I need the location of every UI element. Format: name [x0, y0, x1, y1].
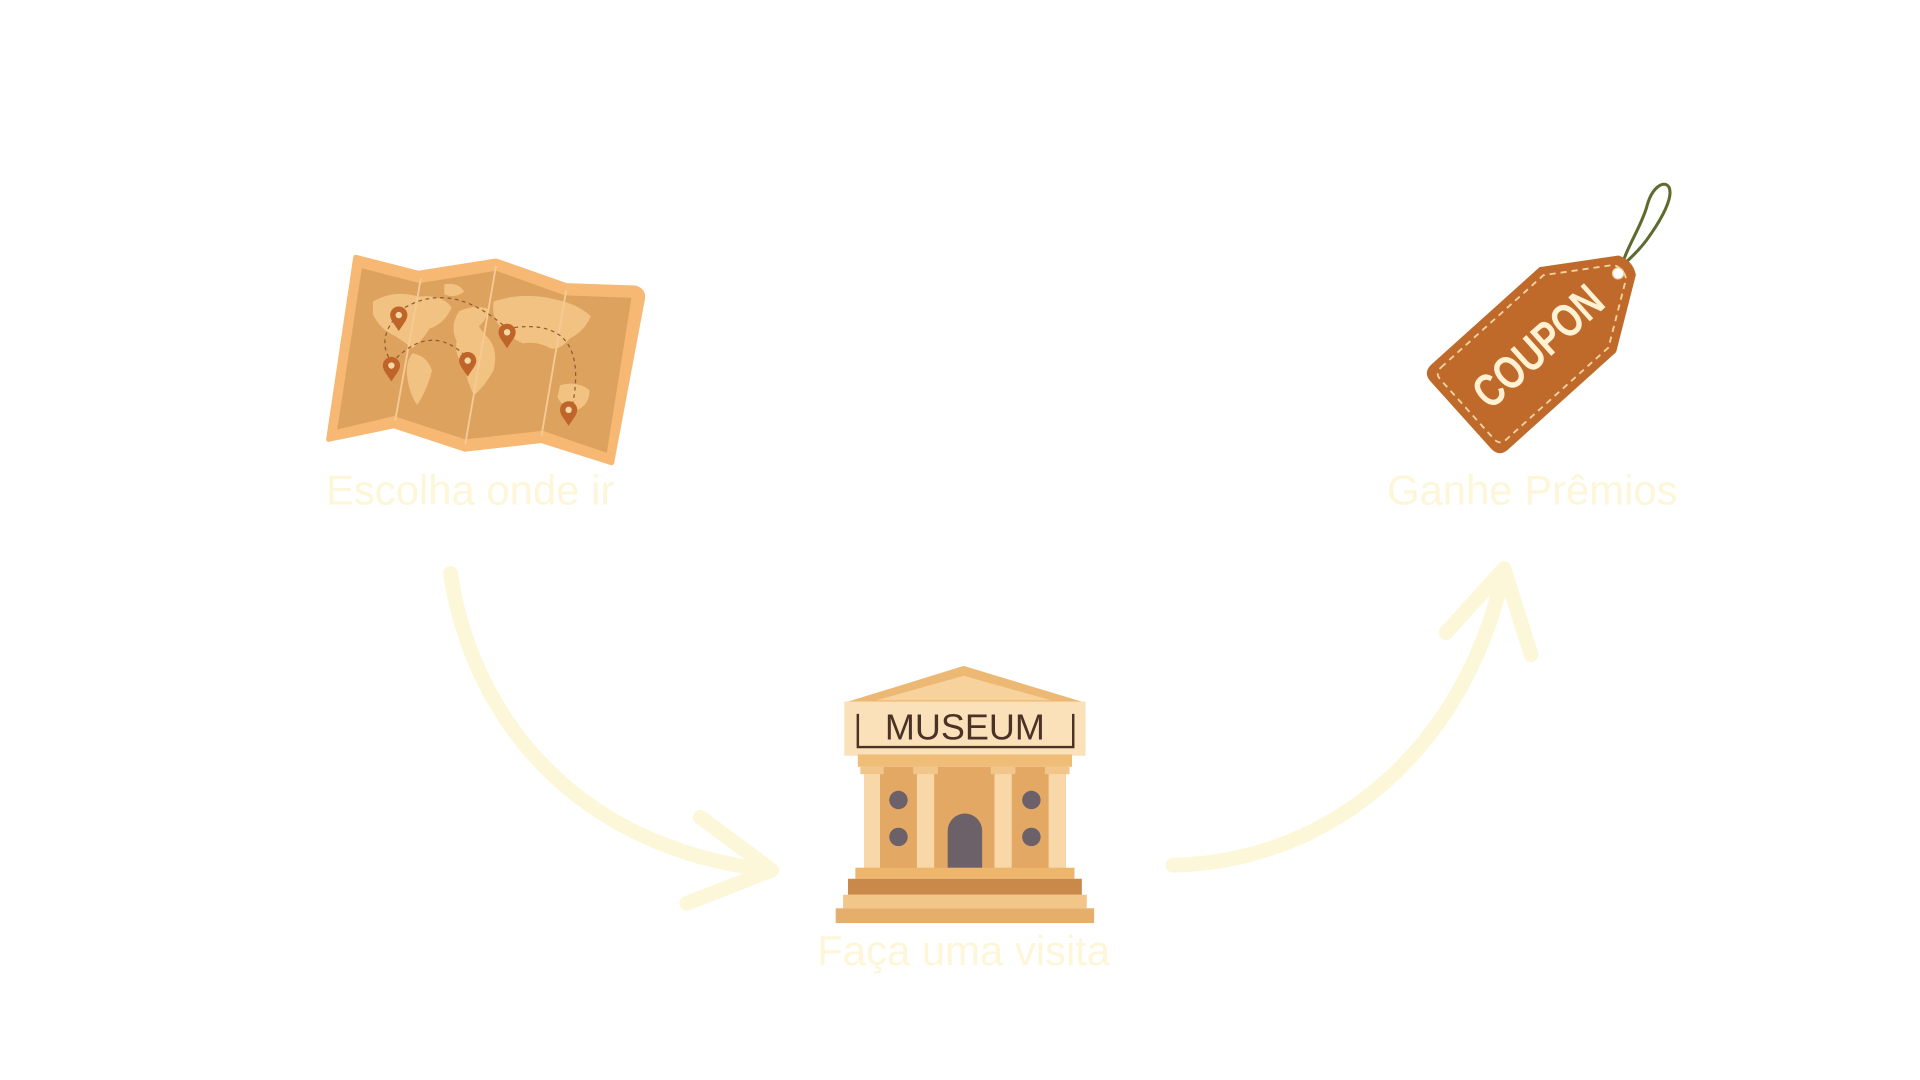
museum-steps [835, 867, 1095, 924]
step-label-visit: Faça uma visita [817, 927, 1111, 974]
curved-arrow-icon [1165, 561, 1539, 873]
map-pin-icon [498, 323, 516, 349]
coupon-string [1619, 182, 1672, 270]
museum-icon: MUSEUM [835, 665, 1095, 924]
map-pin-icon [459, 352, 477, 377]
museum-sign-frame [856, 713, 1075, 749]
coupon-tag [1426, 255, 1636, 454]
map-pin-icon [382, 356, 400, 382]
museum-windows [889, 790, 1041, 847]
step-label-rewards: Ganhe Prêmios [1387, 467, 1678, 514]
map-pin-icon [560, 401, 578, 426]
coupon-icon: COUPON [1426, 182, 1672, 454]
step-choose-destination: Escolha onde ir [326, 254, 646, 514]
museum-frieze [857, 754, 1072, 767]
museum-column-caps [860, 766, 1070, 775]
map-icon [326, 254, 646, 466]
museum-sign-text: MUSEUM [885, 708, 1045, 748]
step-label-choose: Escolha onde ir [326, 467, 614, 514]
step-rewards: COUPON Ganhe Prêmios [1387, 182, 1678, 514]
step-visit: MUSEUM [817, 665, 1111, 974]
curved-arrow-icon [443, 566, 780, 911]
map-routes [384, 297, 577, 407]
map-pin-icon [390, 306, 408, 332]
museum-columns [864, 772, 1066, 869]
coupon-hole [1611, 267, 1625, 280]
museum-door [947, 813, 983, 877]
museum-roof-inner [876, 675, 1052, 701]
map-folds [394, 265, 568, 445]
